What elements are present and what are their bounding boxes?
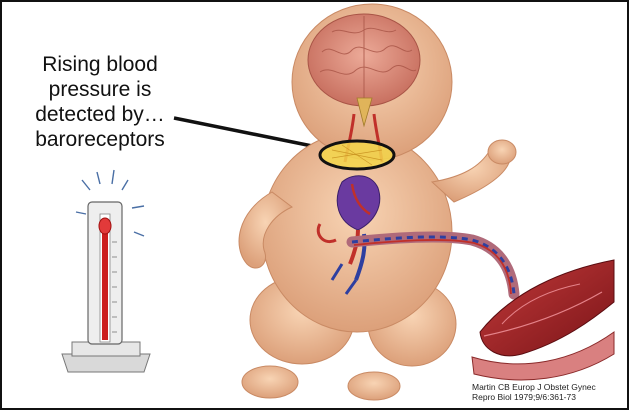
citation: Martin CB Europ J Obstet Gynec Repro Bio… <box>472 382 596 402</box>
caption-line-4: baroreceptors <box>10 127 190 152</box>
fetus-illustration <box>239 4 516 400</box>
placenta-illustration <box>472 260 614 380</box>
citation-line-1: Martin CB Europ J Obstet Gynec <box>472 382 596 392</box>
caption-line-2: pressure is <box>10 77 190 102</box>
blood-pressure-gauge-icon <box>62 170 150 372</box>
caption: Rising blood pressure is detected by… ba… <box>10 52 190 152</box>
pointer-line <box>174 118 322 148</box>
citation-line-2: Repro Biol 1979;9/6:361-73 <box>472 392 596 402</box>
caption-line-3: detected by… <box>10 102 190 127</box>
caption-line-1: Rising blood <box>10 52 190 77</box>
